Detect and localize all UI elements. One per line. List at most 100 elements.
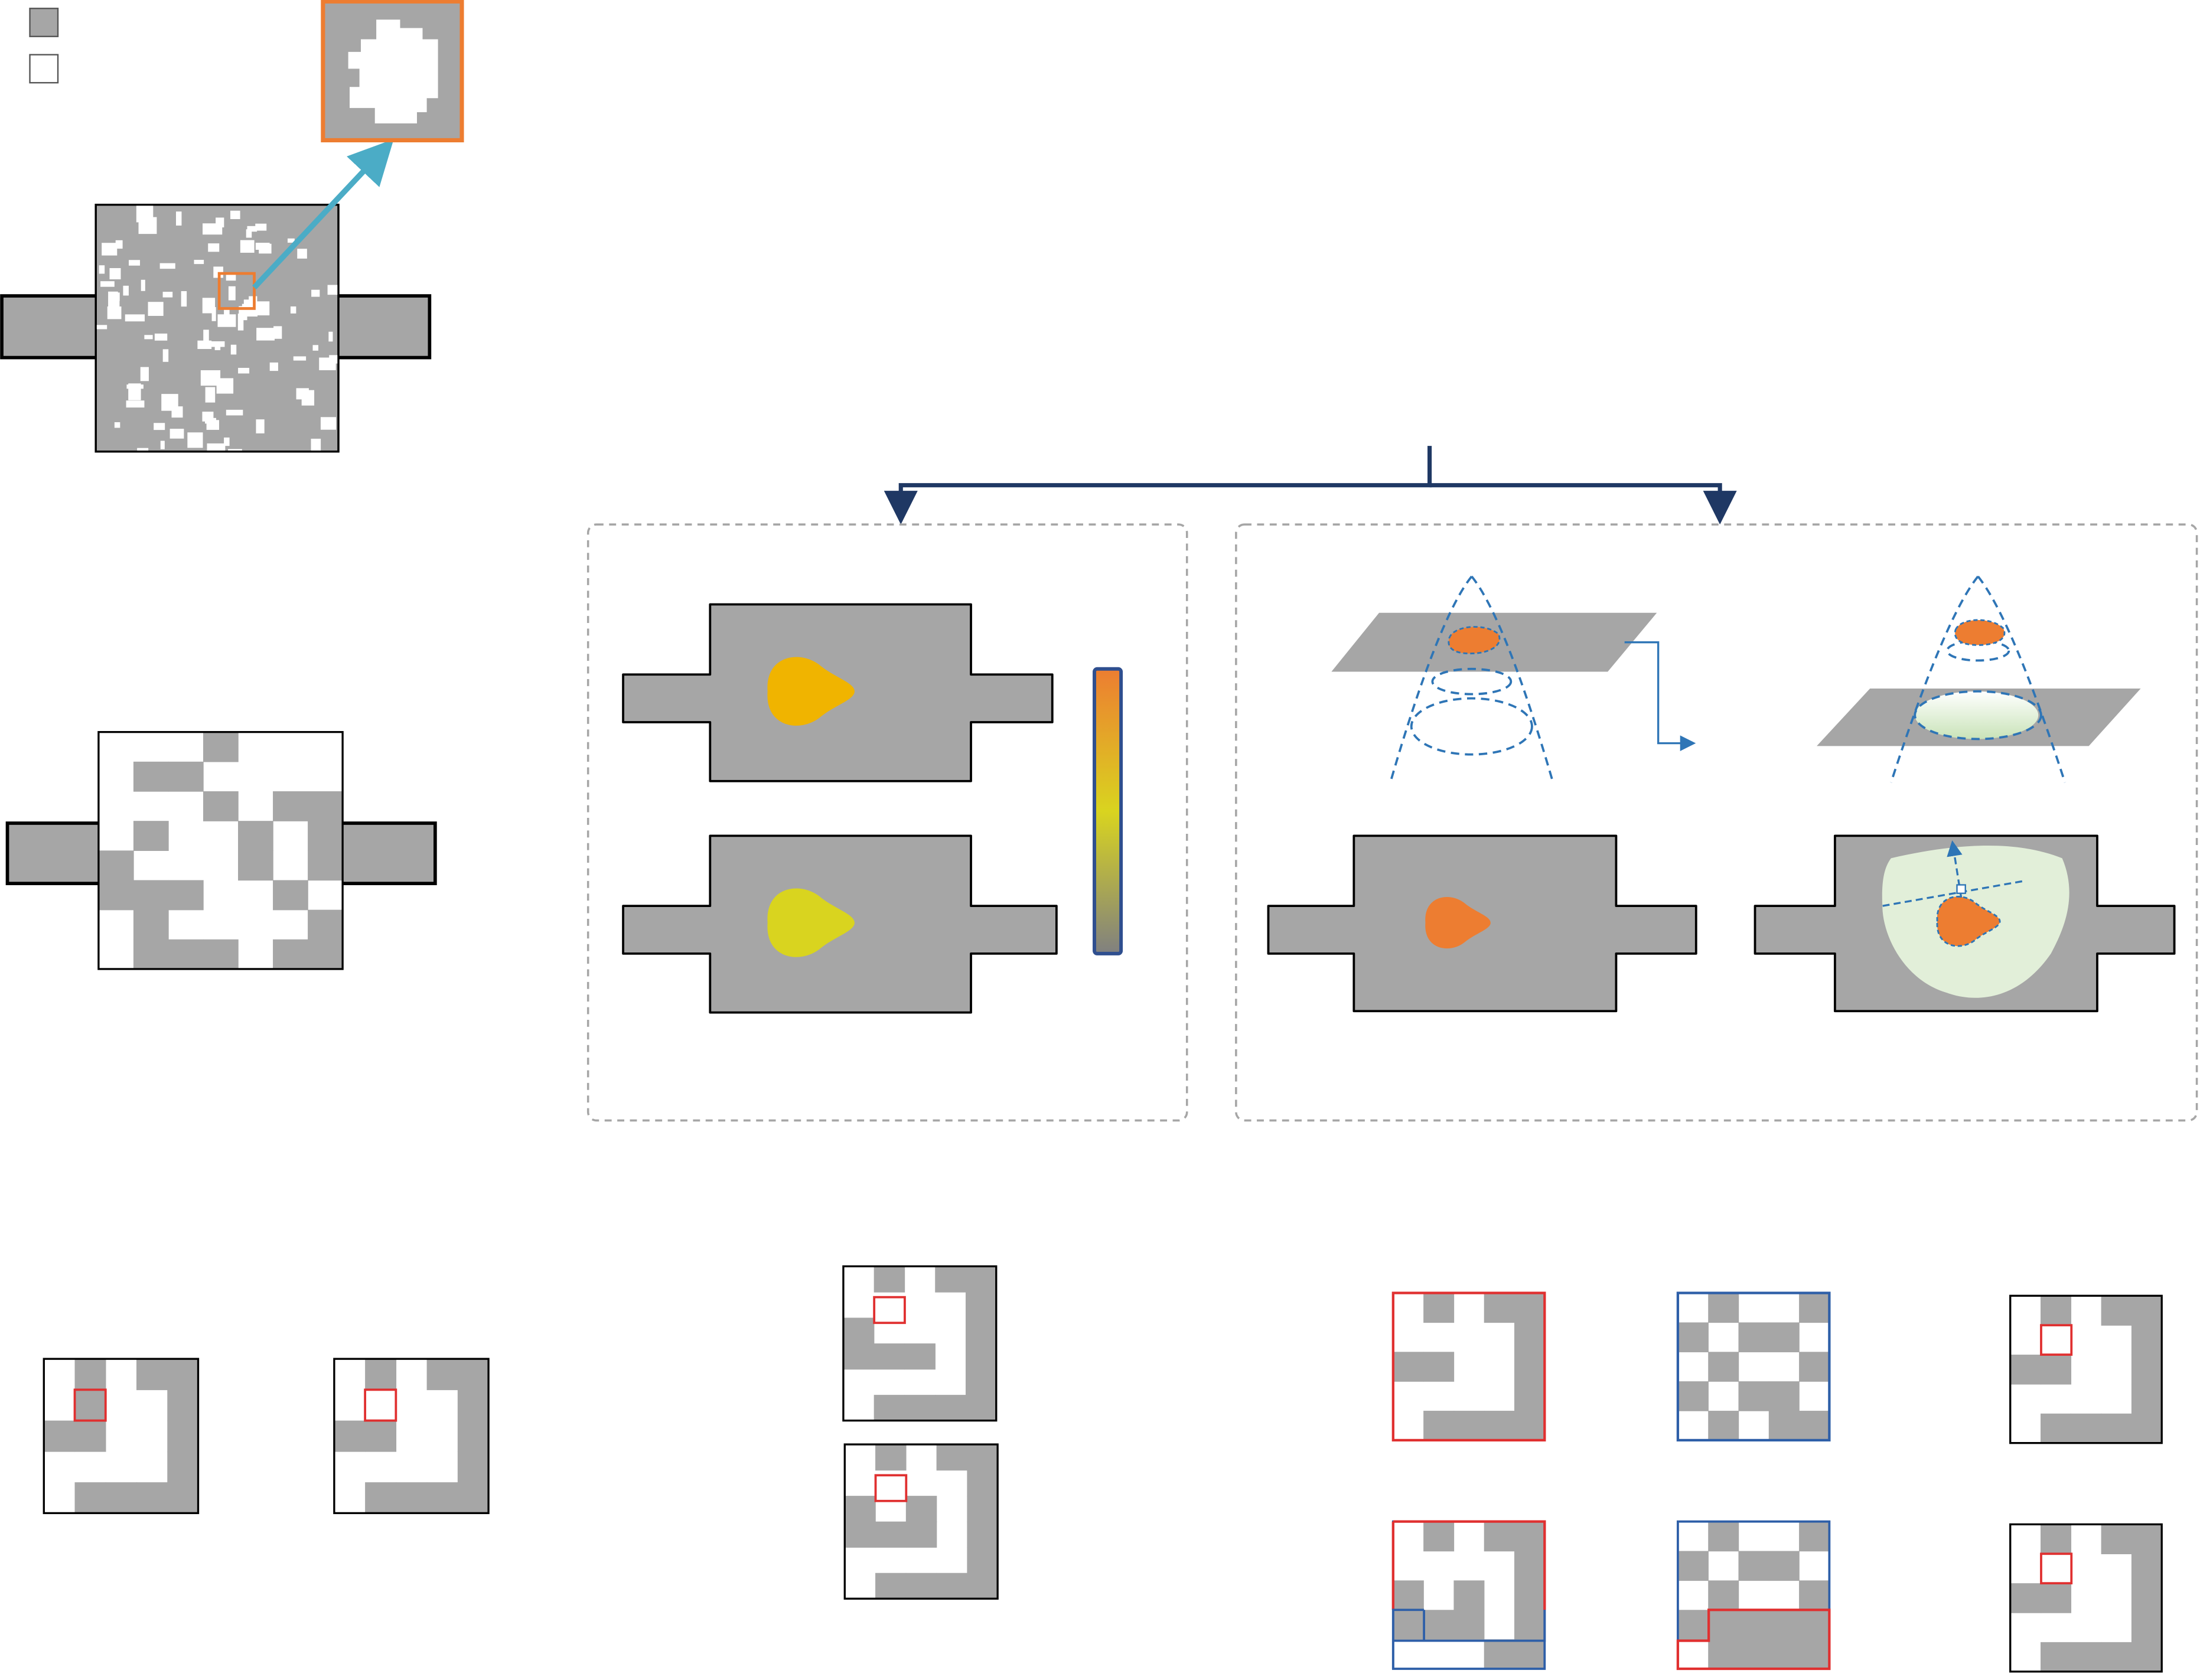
solid-cell (2131, 1355, 2162, 1385)
solid-cell (1708, 1639, 1739, 1669)
solid-cell (2131, 1583, 2162, 1613)
solid-cell (875, 1444, 907, 1471)
solid-cell (965, 1395, 997, 1421)
grid-frame (97, 730, 344, 970)
colorbar (1093, 667, 1123, 955)
void-pixel (269, 362, 278, 371)
solid-cell (1708, 1521, 1739, 1552)
void-pixel (256, 419, 265, 433)
solid-cell (1514, 1580, 1546, 1610)
grid-split-2 (1676, 1520, 1831, 1671)
void-pixel (329, 355, 338, 364)
right-panel (1235, 523, 2198, 1122)
solid-cell (905, 1573, 937, 1599)
void-pixel (297, 249, 307, 259)
solid-cell (334, 1420, 366, 1452)
solid-cell (965, 1369, 997, 1395)
void-pixel (228, 449, 242, 452)
solid-cell (1423, 1411, 1455, 1441)
solid-cell (1799, 1521, 1830, 1552)
void-pixel (115, 240, 123, 249)
solid-cell (1768, 1411, 1800, 1441)
void-pixel (230, 210, 240, 220)
roi-marker (217, 272, 256, 310)
void-pixel (141, 279, 145, 291)
solid-cell (203, 732, 239, 762)
void-pixel (144, 335, 153, 340)
void-pixel (171, 406, 183, 418)
solid-cell (2041, 1642, 2072, 1672)
solid-cell (1738, 1610, 1769, 1640)
grid-frame (2009, 1294, 2163, 1444)
void-pixel (204, 417, 216, 424)
solid-cell (1708, 1610, 1739, 1640)
cone-ring (1914, 690, 2042, 740)
solid-cell (1484, 1521, 1515, 1552)
solid-cell (426, 1482, 458, 1514)
solid-cell (2101, 1296, 2132, 1326)
solid-cell (1708, 1293, 1739, 1323)
solid-cell (2101, 1413, 2132, 1444)
solid-cell (133, 939, 169, 970)
void-pixel (206, 341, 225, 347)
void-pixel (123, 285, 129, 296)
solid-cell (2010, 1583, 2041, 1613)
solid-cell (273, 939, 308, 970)
grid-candidate-a (842, 1265, 998, 1422)
solid-cell (967, 1547, 998, 1574)
void-pixel (243, 299, 250, 305)
solid-cell (1393, 1352, 1424, 1382)
solid-cell (1677, 1551, 1709, 1581)
solid-cell (365, 1359, 397, 1391)
void-pixel (170, 429, 184, 439)
solid-cell (2041, 1296, 2072, 1326)
void-pixel (224, 437, 230, 446)
grid-blue-frame (1676, 1291, 1831, 1442)
grid-step-2 (333, 1358, 490, 1515)
grid-result-b (2009, 1523, 2163, 1673)
void-pixel (99, 265, 105, 274)
solid-cell (308, 791, 343, 821)
void-pixel (228, 286, 236, 301)
solid-cell (365, 1420, 397, 1452)
solid-cell (965, 1291, 997, 1319)
void-pixel (187, 432, 203, 448)
coarse-grid-gauge (97, 730, 344, 970)
void-pixel (290, 306, 296, 314)
void-pixel (159, 263, 175, 269)
solid-cell (2131, 1524, 2162, 1554)
solid-cell (967, 1470, 998, 1496)
left-panel (586, 523, 1188, 1122)
solid-cell (905, 1521, 937, 1548)
solid-cell (2071, 1413, 2102, 1444)
solid-cell (457, 1420, 489, 1452)
void-pixel (311, 289, 320, 297)
void-pixel (96, 325, 107, 330)
orange-section (1448, 626, 1501, 655)
cone-ring (1431, 667, 1513, 696)
solid-cell (1423, 1610, 1455, 1640)
void-pixel (211, 307, 216, 321)
solid-cell (167, 1359, 199, 1391)
void-pixel (114, 422, 120, 428)
red-upper-frame (1391, 1520, 1546, 1610)
cone-edge (1890, 575, 1979, 783)
void-pixel (320, 417, 337, 430)
projection-arrow (1624, 641, 1696, 751)
solid-cell (1768, 1639, 1800, 1669)
void-pixel (287, 238, 295, 243)
solid-cell (168, 939, 204, 970)
selected-cell-outline (73, 1388, 107, 1422)
grid-frame (843, 1443, 999, 1600)
solid-cell (44, 1420, 76, 1452)
zoom-arrow (252, 139, 394, 290)
grid-candidate-b (843, 1443, 999, 1600)
solid-cell (1677, 1610, 1709, 1640)
void-pixel (226, 409, 243, 416)
selected-cell-outline (873, 1296, 906, 1325)
void-pixel (217, 314, 236, 327)
solid-cell (308, 939, 343, 970)
solid-cell (935, 1395, 966, 1421)
solid-cell (1514, 1610, 1546, 1640)
void-pixel (194, 260, 204, 265)
